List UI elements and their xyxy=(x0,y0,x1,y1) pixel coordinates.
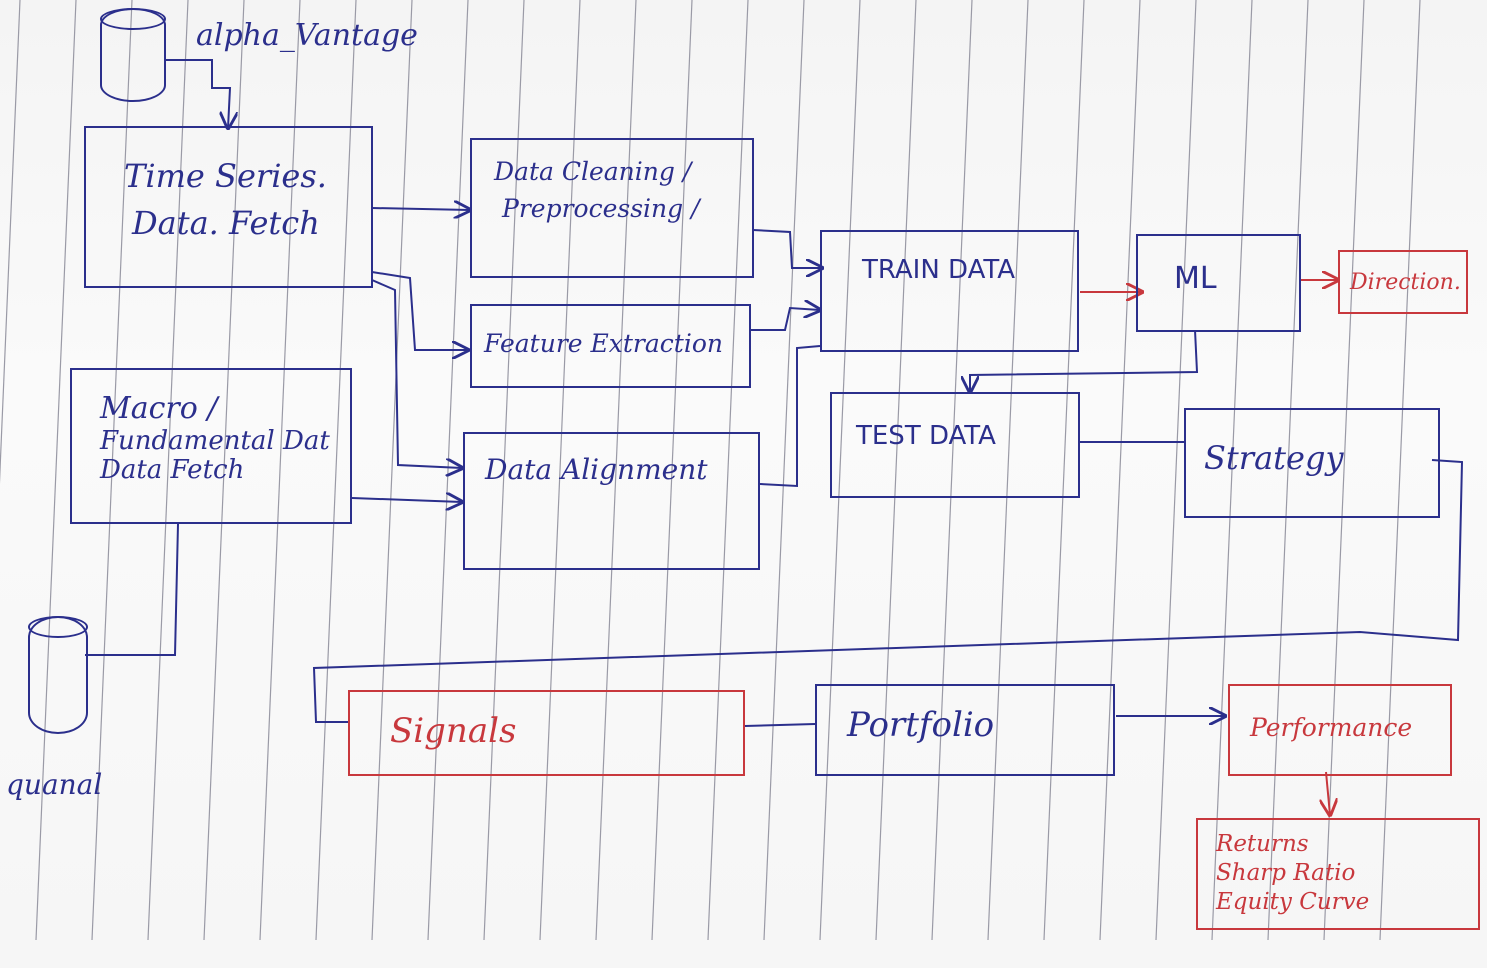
data-alignment-box: Data Alignment xyxy=(463,432,760,570)
feature-extraction-label: Feature Extraction xyxy=(484,329,723,358)
ml-box: ML xyxy=(1136,234,1301,332)
data-alignment-label: Data Alignment xyxy=(485,453,708,486)
quandl-label: quanal xyxy=(6,768,103,801)
direction-label: Direction. xyxy=(1350,270,1461,295)
performance-box: Performance xyxy=(1228,684,1452,776)
direction-box: Direction. xyxy=(1338,250,1468,314)
alpha-vantage-database-icon xyxy=(100,8,166,102)
train-data-box: TRAIN DATA xyxy=(820,230,1079,352)
ruled-line xyxy=(0,0,21,485)
ruled-line xyxy=(427,0,469,941)
macro-fetch-box: Macro / Fundamental Dat Data Fetch xyxy=(70,368,352,524)
data-cleaning-line-1: Data Cleaning / xyxy=(494,157,692,186)
ml-label: ML xyxy=(1174,261,1217,296)
data-cleaning-box: Data Cleaning / Preprocessing / xyxy=(470,138,754,278)
performance-label: Performance xyxy=(1250,713,1413,742)
strategy-label: Strategy xyxy=(1204,439,1344,477)
ruled-line xyxy=(763,0,805,941)
ruled-line xyxy=(259,0,301,941)
metrics-line-3: Equity Curve xyxy=(1216,888,1370,915)
metrics-line-2: Sharp Ratio xyxy=(1216,859,1356,886)
macro-line-2: Fundamental Dat xyxy=(100,425,330,456)
test-data-box: TEST DATA xyxy=(830,392,1080,498)
macro-line-1: Macro / xyxy=(100,391,218,426)
strategy-box: Strategy xyxy=(1184,408,1440,518)
time-series-line-2: Data. Fetch xyxy=(132,203,320,242)
data-cleaning-line-2: Preprocessing / xyxy=(502,193,700,223)
time-series-fetch-box: Time Series. Data. Fetch xyxy=(84,126,373,288)
quandl-database-icon xyxy=(28,616,88,734)
ruled-line xyxy=(371,0,413,941)
metrics-box: Returns Sharp Ratio Equity Curve xyxy=(1196,818,1480,930)
test-data-label: TEST DATA xyxy=(856,421,996,451)
time-series-line-1: Time Series. xyxy=(124,157,327,195)
ruled-line xyxy=(203,0,245,941)
ruled-line xyxy=(35,0,77,941)
ruled-line xyxy=(1099,0,1141,941)
feature-extraction-box: Feature Extraction xyxy=(470,304,751,388)
signals-box: Signals xyxy=(348,690,745,776)
alpha-vantage-label: alpha_Vantage xyxy=(196,18,418,53)
ruled-line xyxy=(91,0,133,941)
signals-label: Signals xyxy=(390,711,517,751)
ruled-line xyxy=(147,0,189,941)
metrics-line-1: Returns xyxy=(1216,831,1309,857)
portfolio-box: Portfolio xyxy=(815,684,1115,776)
train-data-label: TRAIN DATA xyxy=(862,255,1016,285)
portfolio-label: Portfolio xyxy=(847,705,995,745)
macro-line-3: Data Fetch xyxy=(100,455,245,486)
